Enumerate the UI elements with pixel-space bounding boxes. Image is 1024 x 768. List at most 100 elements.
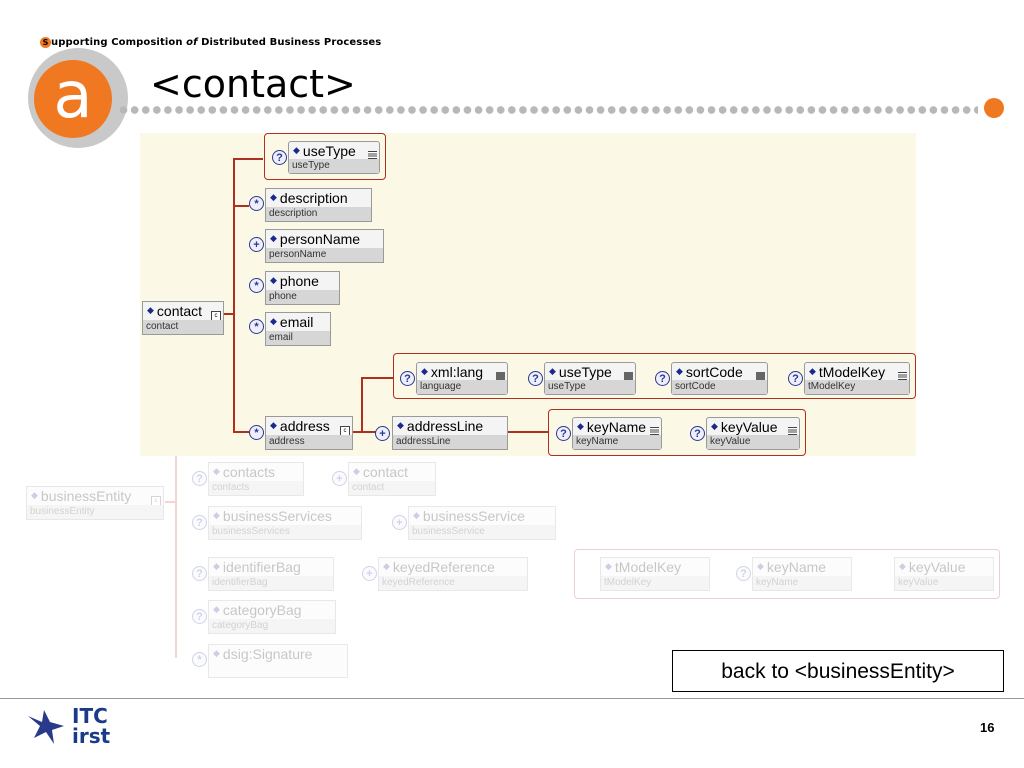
node-contact-faded: contact contact [348,462,436,496]
schema-diagram: contact c contact ? useType useType * de… [140,133,916,456]
node-businessService: businessService businessService [408,506,556,540]
attribute-group-box [574,549,1000,599]
optional-icon: ? [655,371,670,386]
simple-type-icon [756,372,765,381]
connector [361,377,393,379]
plus-icon: + [249,237,264,252]
node-address[interactable]: address c address [265,416,353,450]
node-type: personName [266,248,383,262]
node-type: keyValue [895,576,993,590]
node-xml-lang[interactable]: xml:lang language [416,362,508,395]
node-type: categoryBag [209,619,335,633]
connector [233,158,263,160]
attribute-group-box [264,133,386,180]
connector [361,377,363,433]
node-name: businessEntity [31,488,131,504]
simple-type-icon [898,372,907,381]
node-description[interactable]: description description [265,188,372,222]
node-addressLine[interactable]: addressLine addressLine [392,416,508,450]
node-type: address [266,435,352,449]
node-name: tModelKey [605,559,681,575]
node-tModelKey[interactable]: tModelKey tModelKey [804,362,910,395]
repeat-icon: * [249,196,264,211]
simple-type-icon [496,372,505,381]
logo-line2: irst [72,724,111,748]
node-name: email [270,314,313,330]
node-name: contacts [213,464,275,480]
node-type: contact [349,481,435,495]
node-name: phone [270,273,319,289]
node-type: language [417,380,507,394]
node-signature: dsig:Signature [208,644,348,678]
node-name: contact [353,464,408,480]
node-type: keyName [753,576,851,590]
attribute-group-box [548,409,806,456]
simple-type-icon [650,427,659,436]
optional-icon: ? [556,426,571,441]
node-name: useType [293,143,356,159]
repeat-icon: * [192,652,207,667]
node-personName[interactable]: personName personName [265,229,384,263]
optional-icon: ? [272,150,287,165]
optional-icon: ? [736,566,751,581]
optional-icon: ? [192,566,207,581]
node-name: personName [270,231,360,247]
plus-icon: + [375,426,390,441]
node-name: addressLine [397,418,483,434]
node-type: keyName [573,435,661,449]
simple-type-icon [788,427,797,436]
connector [175,456,177,658]
node-name: tModelKey [809,364,885,380]
optional-icon: ? [528,371,543,386]
node-name: contact [147,303,202,319]
faded-businessEntity-diagram: businessEntity c businessEntity ? contac… [0,456,1024,686]
subtitle-text: upporting Composition [51,37,187,48]
connector [165,501,177,503]
node-name: categoryBag [213,602,302,618]
node-keyName-faded: keyName keyName [752,557,852,591]
logo-a-icon: a [34,60,112,138]
node-name: useType [549,364,612,380]
node-keyName[interactable]: keyName keyName [572,417,662,450]
node-name: keyedReference [383,559,495,575]
node-type: description [266,207,371,221]
optional-icon: ? [788,371,803,386]
simple-type-icon [624,372,633,381]
node-name: dsig:Signature [213,646,313,662]
node-type: contacts [209,481,303,495]
node-contacts: contacts contacts [208,462,304,496]
itc-irst-logo-icon [24,708,68,750]
node-type: businessServices [209,525,361,539]
node-name: businessServices [213,508,332,524]
connector [233,205,249,207]
node-email[interactable]: email email [265,312,331,346]
node-type: email [266,331,330,345]
node-phone[interactable]: phone phone [265,271,340,305]
node-name: sortCode [676,364,743,380]
divider-end-dot [984,98,1004,118]
node-type: businessService [409,525,555,539]
node-useType[interactable]: useType useType [288,141,380,174]
optional-icon: ? [192,609,207,624]
node-addr-useType[interactable]: useType useType [544,362,636,395]
connector [222,313,234,315]
subtitle-of: of [186,37,198,48]
repeat-icon: * [249,425,264,440]
node-type: addressLine [393,435,507,449]
node-type: businessEntity [27,505,163,519]
subtitle-text-end: Distributed Business Processes [197,37,382,48]
page-title: <contact> [150,62,356,106]
node-keyValue[interactable]: keyValue keyValue [706,417,800,450]
plus-icon: + [332,471,347,486]
dotted-divider [118,105,978,115]
node-contact[interactable]: contact c contact [142,301,224,335]
logo-line1: ITC [72,704,108,728]
node-sortCode[interactable]: sortCode sortCode [671,362,768,395]
plus-icon: + [392,515,407,530]
node-type: useType [545,380,635,394]
node-type: tModelKey [601,576,709,590]
back-to-businessEntity-button[interactable]: back to <businessEntity> [672,650,1004,692]
connector [233,431,249,433]
complex-type-icon: c [151,496,161,507]
